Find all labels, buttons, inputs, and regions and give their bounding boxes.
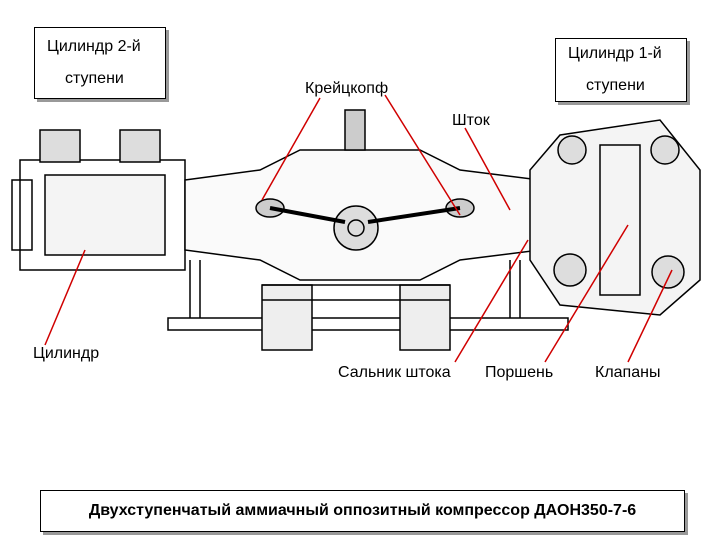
arrow-cylinder <box>44 249 86 346</box>
foundation-left <box>261 284 313 351</box>
label-cylinder: Цилиндр <box>33 345 100 362</box>
arrow-gland-lower <box>454 239 529 363</box>
foundation-right <box>399 284 451 351</box>
figure-caption: Двухступенчатый аммиачный оппозитный ком… <box>40 490 685 532</box>
arrow-piston <box>544 224 629 363</box>
label-rod: Шток <box>452 112 490 129</box>
label-cylinder-2-line1: Цилиндр 2-й <box>47 38 141 55</box>
label-valves: Клапаны <box>595 364 661 381</box>
label-piston: Поршень <box>485 364 554 381</box>
label-box-cylinder-1: Цилиндр 1-й ступени <box>555 38 687 102</box>
arrow-rod <box>464 127 511 211</box>
label-cylinder-1-line2: ступени <box>586 77 645 94</box>
crank <box>333 205 379 251</box>
label-box-cylinder-2: Цилиндр 2-й ступени <box>34 27 166 99</box>
arrow-gland <box>384 94 461 216</box>
arrow-valves <box>627 269 673 363</box>
base-plate <box>167 317 569 331</box>
label-gland: Сальник штока <box>338 364 451 381</box>
label-cylinder-2-line2: ступени <box>65 70 124 87</box>
label-crosshead: Крейцкопф <box>305 80 389 97</box>
label-cylinder-1-line1: Цилиндр 1-й <box>568 45 662 62</box>
arrow-crosshead <box>261 97 321 201</box>
